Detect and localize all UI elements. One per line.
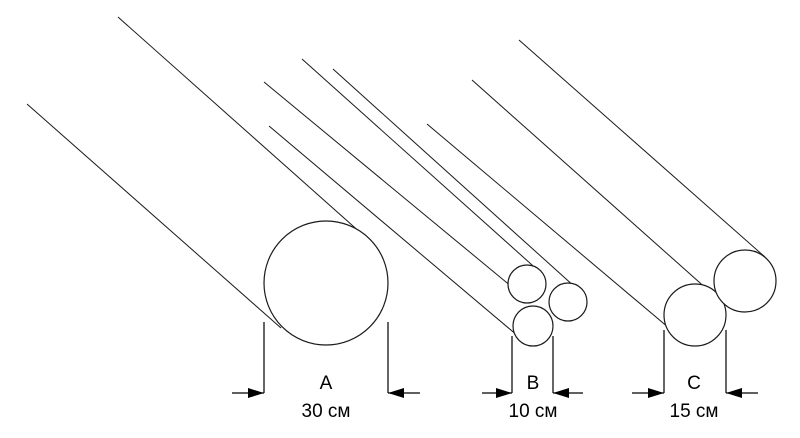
pipe-b-edge-3 — [301, 58, 542, 274]
dimension-c-left-arrow — [648, 388, 664, 398]
label-b-letter: B — [527, 373, 540, 394]
pipe-c-edge-2 — [471, 79, 709, 291]
dimension-b-right-arrow — [553, 388, 569, 398]
label-c-letter: C — [687, 373, 701, 394]
pipe-a-edge-lower — [26, 103, 282, 329]
dimension-a-left-arrow — [248, 388, 264, 398]
pipe-c-end-left — [663, 283, 727, 347]
pipe-b-edge-2 — [263, 81, 513, 288]
label-a-size: 30 см — [302, 401, 351, 422]
label-a-letter: A — [320, 373, 333, 394]
dimension-a: A 30 см — [232, 322, 420, 422]
dimension-a-right-arrow — [388, 388, 404, 398]
pipe-b-end-top — [507, 264, 547, 304]
dimension-b-left-arrow — [496, 388, 512, 398]
pipe-a-end — [263, 220, 389, 346]
label-c-size: 15 см — [670, 401, 719, 422]
pipe-a-edge-upper — [117, 16, 363, 235]
pipe-b-edge-1 — [268, 125, 519, 337]
dimension-c-right-arrow — [726, 388, 742, 398]
pipe-b-edge-4 — [332, 68, 576, 288]
dimension-b: B 10 см — [482, 336, 583, 422]
dimension-c: C 15 см — [632, 330, 758, 422]
label-b-size: 10 см — [509, 401, 558, 422]
pipe-c-end-right — [713, 249, 777, 313]
pipe-c-edge-3 — [518, 39, 766, 258]
pipe-group-b — [263, 58, 588, 347]
pipe-c-edge-1 — [426, 123, 670, 329]
pipe-b-end-bottom — [512, 305, 554, 347]
pipe-group-c — [426, 39, 777, 347]
pipe-group-a — [26, 16, 389, 346]
pipe-b-end-right — [548, 282, 588, 322]
